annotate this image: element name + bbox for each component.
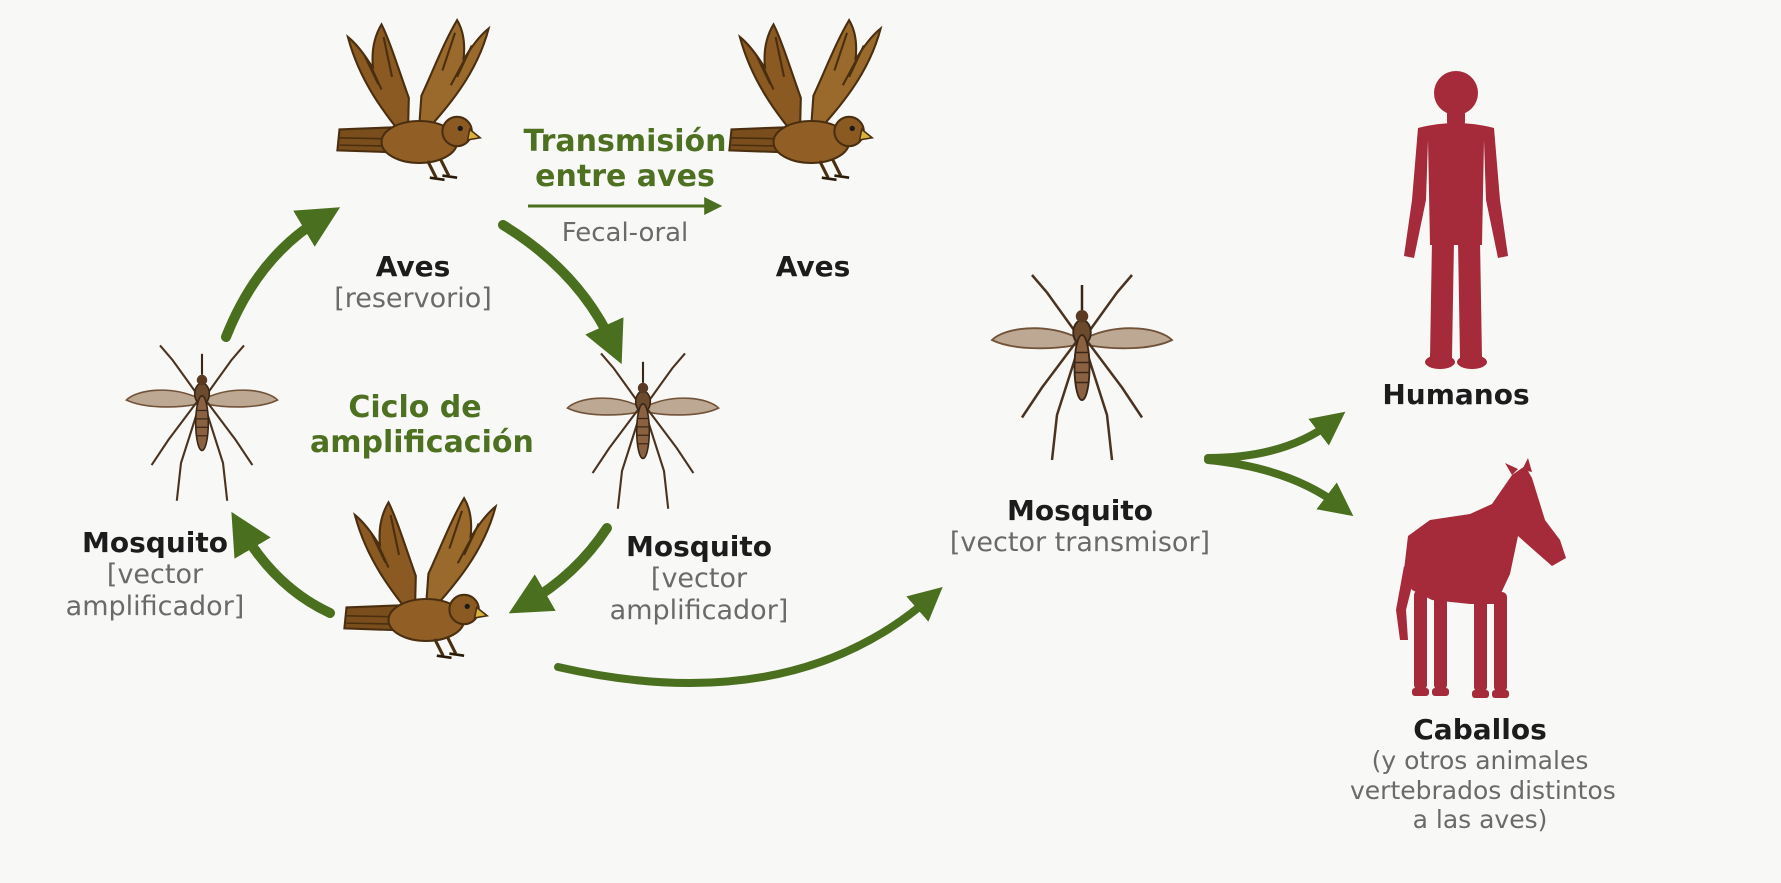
humans-name: Humanos — [1382, 378, 1530, 411]
arrow-bird-to-mosquito — [498, 220, 624, 365]
cycle-label-line1: Ciclo de — [348, 390, 482, 425]
arrow-bottom-bird-to-mosquito — [231, 511, 335, 618]
cycle-label: Ciclo de amplificación — [310, 390, 534, 461]
mosquito-transmitter-role: [vector transmisor] — [949, 527, 1211, 559]
mosquito-icon-left — [125, 344, 279, 502]
cycle-label-line2: amplificación — [310, 425, 534, 461]
transmission-title-line1: Transmisión — [523, 124, 727, 159]
mosquito-transmitter-label: Mosquito [vector transmisor] — [940, 494, 1220, 559]
bird-secondary-label: Aves — [763, 250, 863, 283]
mosquito-right-cycle-name: Mosquito — [626, 530, 772, 563]
human-silhouette-icon — [1404, 71, 1508, 369]
bird-secondary-name: Aves — [775, 250, 851, 283]
bird-reservoir-name: Aves — [375, 250, 451, 283]
bird-icon-reservoir — [335, 18, 491, 182]
transmission-route-text: Fecal-oral — [561, 218, 689, 248]
mosquito-transmitter-name: Mosquito — [1007, 494, 1153, 527]
mosquito-left-role-line1: [vector — [106, 559, 204, 591]
transmission-title: Transmisión entre aves — [520, 124, 730, 195]
bird-reservoir-label: Aves [reservorio] — [333, 250, 493, 315]
horses-name: Caballos — [1413, 713, 1547, 746]
mosquito-left-label: Mosquito [vector amplificador] — [60, 526, 250, 623]
mosquito-left-role-line2: amplificador] — [65, 590, 245, 622]
arrow-to-horses — [1204, 456, 1354, 517]
bird-icon-bottom — [342, 496, 498, 660]
horses-note-line2: vertebrados distintos — [1350, 775, 1616, 805]
horse-silhouette-icon — [1396, 458, 1566, 698]
arrow-to-humans — [1204, 411, 1346, 462]
mosquito-right-cycle-label: Mosquito [vector amplificador] — [604, 530, 794, 627]
transmission-title-line2: entre aves — [535, 159, 715, 195]
horses-label: Caballos (y otros animales vertebrados d… — [1350, 713, 1616, 835]
bird-icon-secondary — [727, 18, 883, 182]
humans-label: Humanos — [1376, 378, 1536, 411]
mosquito-icon-transmitter — [990, 273, 1174, 462]
mosquito-right-cycle-role-line1: [vector — [650, 563, 748, 595]
mosquito-right-cycle-role-line2: amplificador] — [609, 594, 789, 626]
mosquito-left-name: Mosquito — [82, 526, 228, 559]
horses-note-line3: a las aves) — [1412, 805, 1548, 835]
arrow-mosquito-to-bird — [221, 207, 341, 342]
bird-reservoir-role: [reservorio] — [334, 283, 492, 315]
arrow-mosquito-to-bottom-bird — [508, 523, 612, 614]
transmission-route: Fecal-oral — [540, 218, 710, 249]
mosquito-icon-right-cycle — [566, 352, 720, 510]
horses-note-line1: (y otros animales — [1371, 746, 1589, 776]
arrow-bird-to-transmitter — [554, 586, 943, 687]
